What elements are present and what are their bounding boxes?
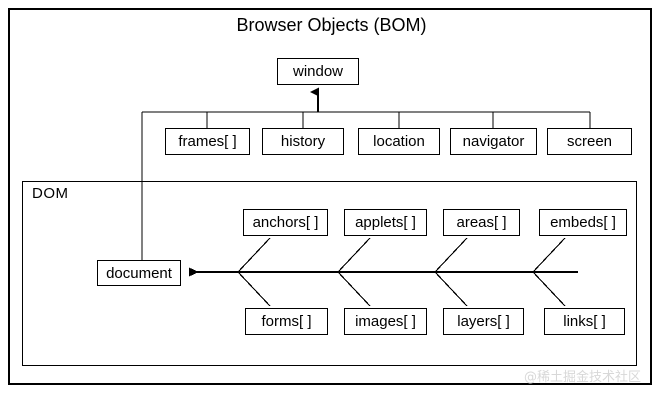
node-screen[interactable]: screen	[547, 128, 632, 155]
node-areas[interactable]: areas[ ]	[443, 209, 520, 236]
node-links[interactable]: links[ ]	[544, 308, 625, 335]
node-anchors[interactable]: anchors[ ]	[243, 209, 328, 236]
watermark: @稀土掘金技术社区	[523, 370, 641, 385]
node-forms[interactable]: forms[ ]	[245, 308, 328, 335]
node-frames[interactable]: frames[ ]	[165, 128, 250, 155]
dom-panel-border	[22, 181, 637, 366]
node-images[interactable]: images[ ]	[344, 308, 427, 335]
node-location[interactable]: location	[358, 128, 440, 155]
node-history[interactable]: history	[262, 128, 344, 155]
node-document[interactable]: document	[97, 260, 181, 286]
node-layers[interactable]: layers[ ]	[443, 308, 524, 335]
node-embeds[interactable]: embeds[ ]	[539, 209, 627, 236]
node-navigator[interactable]: navigator	[450, 128, 537, 155]
node-applets[interactable]: applets[ ]	[344, 209, 427, 236]
page-title: Browser Objects (BOM)	[236, 15, 427, 35]
dom-panel-label: DOM	[32, 185, 69, 202]
node-window[interactable]: window	[277, 58, 359, 85]
